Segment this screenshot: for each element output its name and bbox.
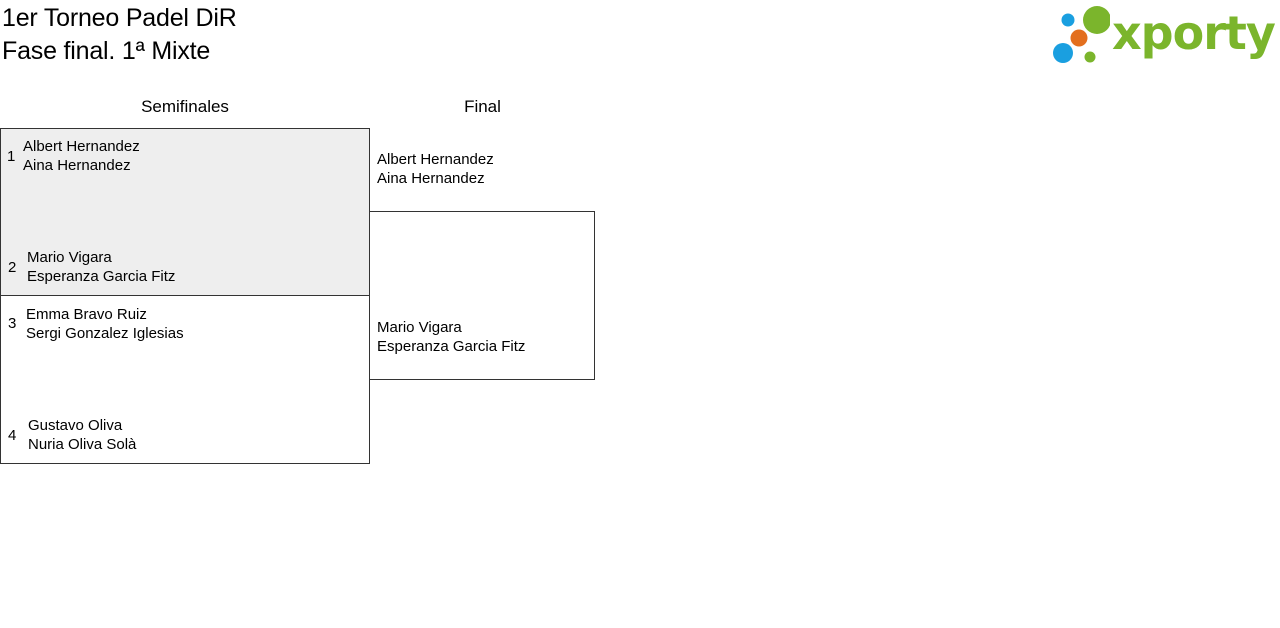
player-name: Mario Vigara xyxy=(27,249,112,266)
player-name: Mario Vigara xyxy=(377,319,462,336)
team-entry[interactable]: Albert Hernandez Aina Hernandez xyxy=(377,150,494,188)
player-name: Albert Hernandez xyxy=(377,151,494,168)
player-name: Gustavo Oliva xyxy=(28,417,123,434)
team-entry[interactable]: Emma Bravo Ruiz Sergi Gonzalez Iglesias xyxy=(26,305,184,343)
seed-number: 4 xyxy=(8,427,17,444)
round-label-final: Final xyxy=(464,97,501,116)
phase-title: Fase final. 1ª Mixte xyxy=(2,37,211,65)
player-name: Albert Hernandez xyxy=(23,138,140,155)
team-entry[interactable]: Gustavo Oliva Nuria Oliva Solà xyxy=(28,416,136,454)
tournament-title: 1er Torneo Padel DiR xyxy=(2,4,237,32)
semifinal-match-1[interactable] xyxy=(0,128,370,296)
round-label-semifinals: Semifinales xyxy=(141,97,229,116)
xporty-logo[interactable]: xporty xyxy=(1050,4,1276,66)
player-name: Sergi Gonzalez Iglesias xyxy=(26,325,184,342)
semifinal-match-2[interactable] xyxy=(0,295,370,464)
seed-number: 2 xyxy=(8,259,17,276)
seed-number: 3 xyxy=(8,315,17,332)
player-name: Esperanza Garcia Fitz xyxy=(377,338,526,355)
player-name: Aina Hernandez xyxy=(23,157,131,174)
logo-wordmark: xporty xyxy=(1112,6,1276,60)
seed-number: 1 xyxy=(7,148,16,165)
player-name: Esperanza Garcia Fitz xyxy=(27,268,176,285)
logo-dots-icon xyxy=(1053,6,1110,63)
team-entry[interactable]: Mario Vigara Esperanza Garcia Fitz xyxy=(377,318,525,356)
final-match[interactable] xyxy=(369,211,595,380)
team-entry[interactable]: Mario Vigara Esperanza Garcia Fitz xyxy=(27,248,175,286)
player-name: Nuria Oliva Solà xyxy=(28,436,137,453)
team-entry[interactable]: Albert Hernandez Aina Hernandez xyxy=(23,137,140,175)
player-name: Emma Bravo Ruiz xyxy=(26,306,147,323)
player-name: Aina Hernandez xyxy=(377,170,485,187)
page-title: 1er Torneo Padel DiR Fase final. 1ª Mixt… xyxy=(2,2,237,68)
